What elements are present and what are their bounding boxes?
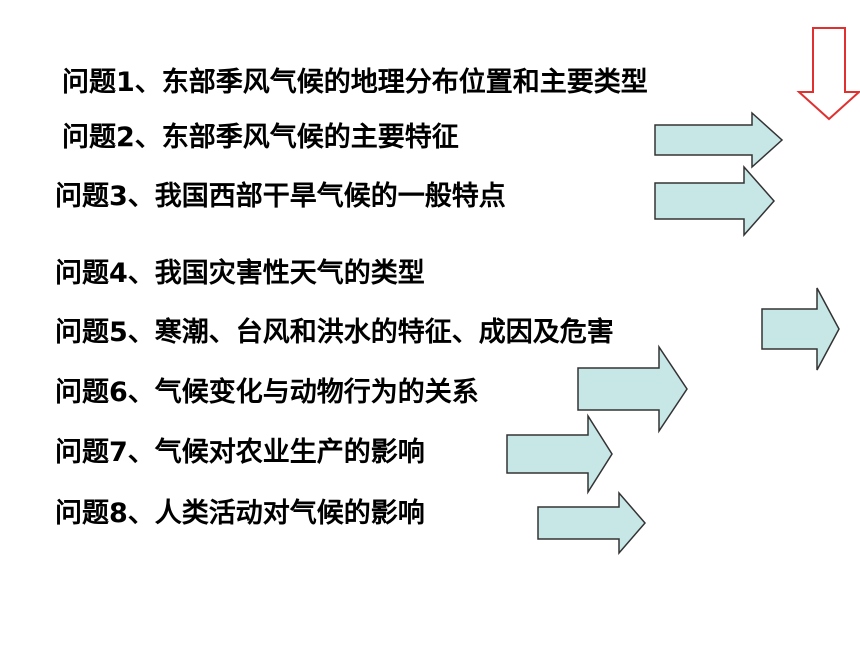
right-arrow-icon[interactable] <box>506 413 614 495</box>
question-7[interactable]: 问题7、气候对农业生产的影响 <box>55 437 425 468</box>
right-arrow-icon[interactable] <box>654 165 776 237</box>
question-4[interactable]: 问题4、我国灾害性天气的类型 <box>55 258 425 289</box>
question-5[interactable]: 问题5、寒潮、台风和洪水的特征、成因及危害 <box>55 317 614 348</box>
question-6[interactable]: 问题6、气候变化与动物行为的关系 <box>55 377 479 408</box>
right-arrow-icon[interactable] <box>761 287 841 371</box>
right-arrow-icon[interactable] <box>537 490 647 556</box>
right-arrow-icon[interactable] <box>577 344 689 434</box>
question-8[interactable]: 问题8、人类活动对气候的影响 <box>55 498 425 529</box>
question-2[interactable]: 问题2、东部季风气候的主要特征 <box>62 122 459 153</box>
question-3[interactable]: 问题3、我国西部干旱气候的一般特点 <box>55 181 506 212</box>
right-arrow-icon[interactable] <box>654 111 784 169</box>
question-1[interactable]: 问题1、东部季风气候的地理分布位置和主要类型 <box>62 67 648 98</box>
down-arrow-icon[interactable] <box>796 26 860 122</box>
